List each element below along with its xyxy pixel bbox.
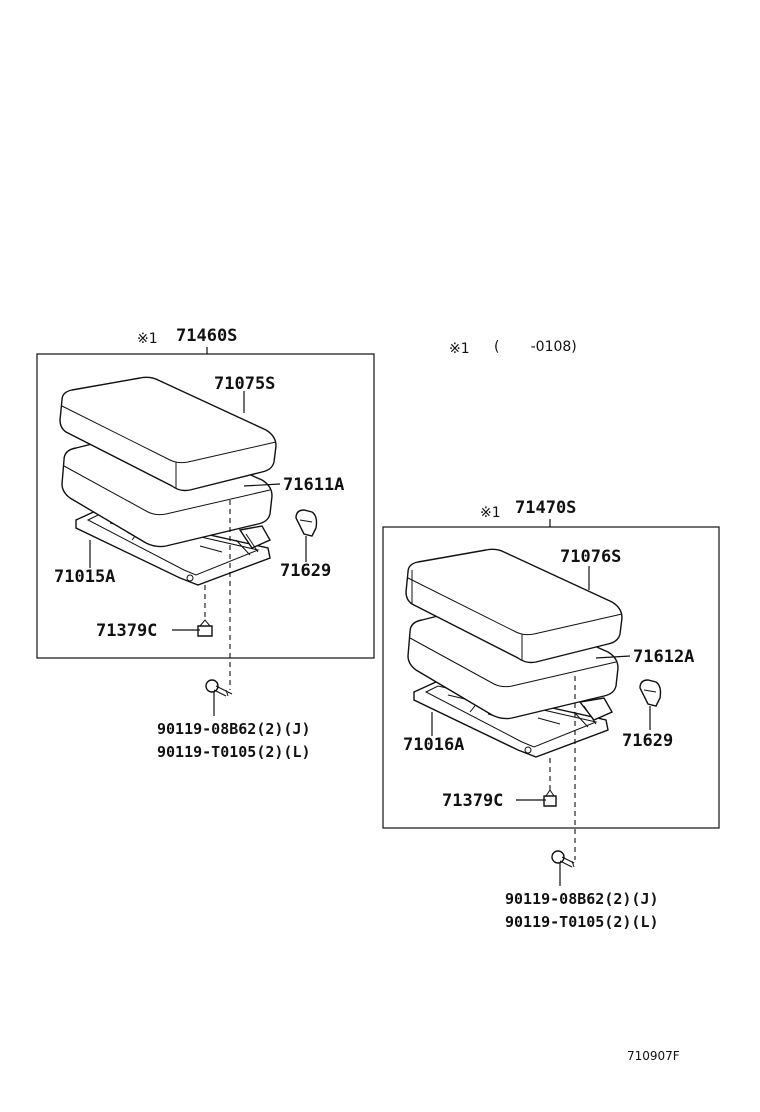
right-cushion-number: 71076S xyxy=(560,547,621,567)
right-screw-number-1: 90119-08B62(2)(J) xyxy=(505,890,659,908)
right-knob-part xyxy=(639,679,662,707)
left-screw-number-2: 90119-T0105(2)(L) xyxy=(157,743,311,761)
left-assembly-box xyxy=(36,353,375,659)
left-frame-number: 71015A xyxy=(54,567,115,587)
left-screw-number-1: 90119-08B62(2)(J) xyxy=(157,720,311,738)
left-screw-part xyxy=(205,679,233,697)
right-assembly: ※1 71470S xyxy=(382,498,720,931)
left-knob-number: 71629 xyxy=(280,561,331,581)
left-clip-number: 71379C xyxy=(96,621,157,641)
right-frame-number: 71016A xyxy=(403,735,464,755)
left-cushion-number: 71075S xyxy=(214,374,275,394)
right-assembly-box xyxy=(382,526,720,829)
left-assembly-marker: ※1 xyxy=(137,331,158,347)
right-cushion-part xyxy=(405,548,623,664)
right-knob-number: 71629 xyxy=(622,731,673,751)
left-knob-part xyxy=(295,509,318,537)
right-screw-number-2: 90119-T0105(2)(L) xyxy=(505,913,659,931)
note-range: ( -0108) xyxy=(494,339,577,355)
right-clip-part xyxy=(543,789,557,807)
left-pad-number: 71611A xyxy=(283,475,344,495)
left-assembly-number: 71460S xyxy=(176,326,237,346)
left-cushion-part xyxy=(59,376,277,492)
right-assembly-marker: ※1 xyxy=(480,505,501,521)
right-pad-number: 71612A xyxy=(633,647,694,667)
left-assembly: ※1 71460S xyxy=(36,326,375,761)
right-assembly-number: 71470S xyxy=(515,498,576,518)
left-clip-part xyxy=(197,619,213,637)
figure-reference: 710907F xyxy=(627,1049,680,1063)
right-clip-number: 71379C xyxy=(442,791,503,811)
right-screw-part xyxy=(551,850,575,868)
note-marker: ※1 xyxy=(449,341,470,357)
